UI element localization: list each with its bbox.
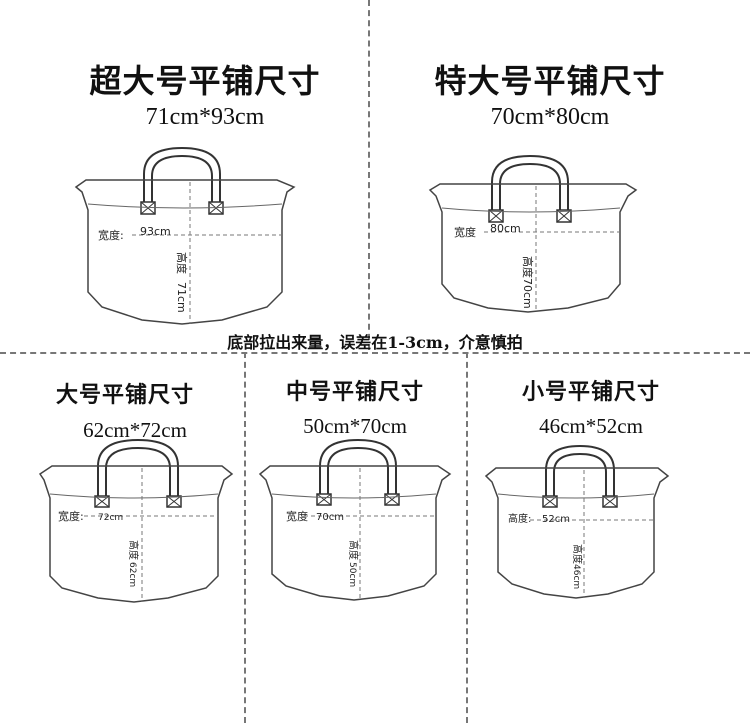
bag-body-outline bbox=[74, 179, 296, 325]
bag-handle bbox=[143, 146, 221, 202]
bag-handle bbox=[319, 438, 397, 494]
bag-handle bbox=[545, 444, 615, 496]
width-label: 宽度 bbox=[286, 509, 308, 523]
width-value: 70cm bbox=[316, 512, 344, 523]
top-vertical-divider bbox=[368, 0, 370, 350]
size-2-dimensions: 70cm*80cm bbox=[490, 104, 610, 130]
width-value: 52cm bbox=[542, 514, 570, 525]
size-4-title: 中号平铺尺寸 bbox=[285, 379, 424, 405]
height-label: 高度 bbox=[127, 540, 140, 560]
size-1-bag-diagram: 宽度: 93cm 高度 71cm bbox=[74, 146, 296, 325]
bag-body-outline bbox=[428, 183, 638, 313]
bag-body-outline bbox=[38, 465, 234, 603]
size-5-dimensions: 46cm*52cm bbox=[539, 414, 643, 438]
width-value: 93cm bbox=[140, 225, 171, 238]
horizontal-divider bbox=[0, 352, 750, 354]
bottom-left-vertical-divider bbox=[244, 352, 246, 723]
size-4-bag-diagram: 宽度 70cm 高度 50cm bbox=[258, 438, 452, 601]
bottom-right-vertical-divider bbox=[466, 352, 468, 723]
size-3-title: 大号平铺尺寸 bbox=[55, 382, 194, 408]
size-5-title: 小号平铺尺寸 bbox=[521, 379, 660, 405]
height-value: 46cm bbox=[571, 564, 581, 589]
height-value: 62cm bbox=[127, 562, 137, 587]
bag-body-outline bbox=[258, 465, 452, 601]
width-value: 80cm bbox=[490, 222, 521, 235]
width-label: 高度: bbox=[508, 512, 531, 525]
width-label: 宽度 bbox=[454, 225, 476, 239]
bag-body-outline bbox=[484, 467, 670, 599]
size-1-title: 超大号平铺尺寸 bbox=[89, 62, 321, 100]
width-value: 72cm bbox=[98, 513, 123, 523]
size-5-bag-diagram: 高度: 52cm 高度 46cm bbox=[484, 444, 670, 599]
measurement-note: 底部拉出来量，误差在1-3cm，介意慎拍 bbox=[227, 333, 523, 352]
size-3-dimensions: 62cm*72cm bbox=[83, 418, 187, 442]
size-1-dimensions: 71cm*93cm bbox=[145, 104, 265, 130]
width-label: 宽度: bbox=[58, 509, 84, 523]
bag-handle bbox=[97, 438, 179, 496]
height-label: 高度 bbox=[521, 256, 535, 278]
size-4-dimensions: 50cm*70cm bbox=[303, 414, 407, 438]
width-label: 宽度: bbox=[98, 228, 124, 242]
size-2-title: 特大号平铺尺寸 bbox=[434, 62, 666, 100]
height-label: 高度 bbox=[347, 540, 360, 560]
height-value: 71cm bbox=[175, 282, 188, 313]
height-value: 50cm bbox=[347, 562, 357, 587]
bag-handle bbox=[491, 154, 569, 210]
size-2-bag-diagram: 宽度 80cm 高度 70cm bbox=[428, 154, 638, 313]
height-label: 高度 bbox=[175, 252, 189, 274]
size-3-bag-diagram: 宽度: 72cm 高度 62cm bbox=[38, 438, 234, 603]
height-value: 70cm bbox=[521, 278, 534, 309]
height-label: 高度 bbox=[571, 544, 584, 564]
